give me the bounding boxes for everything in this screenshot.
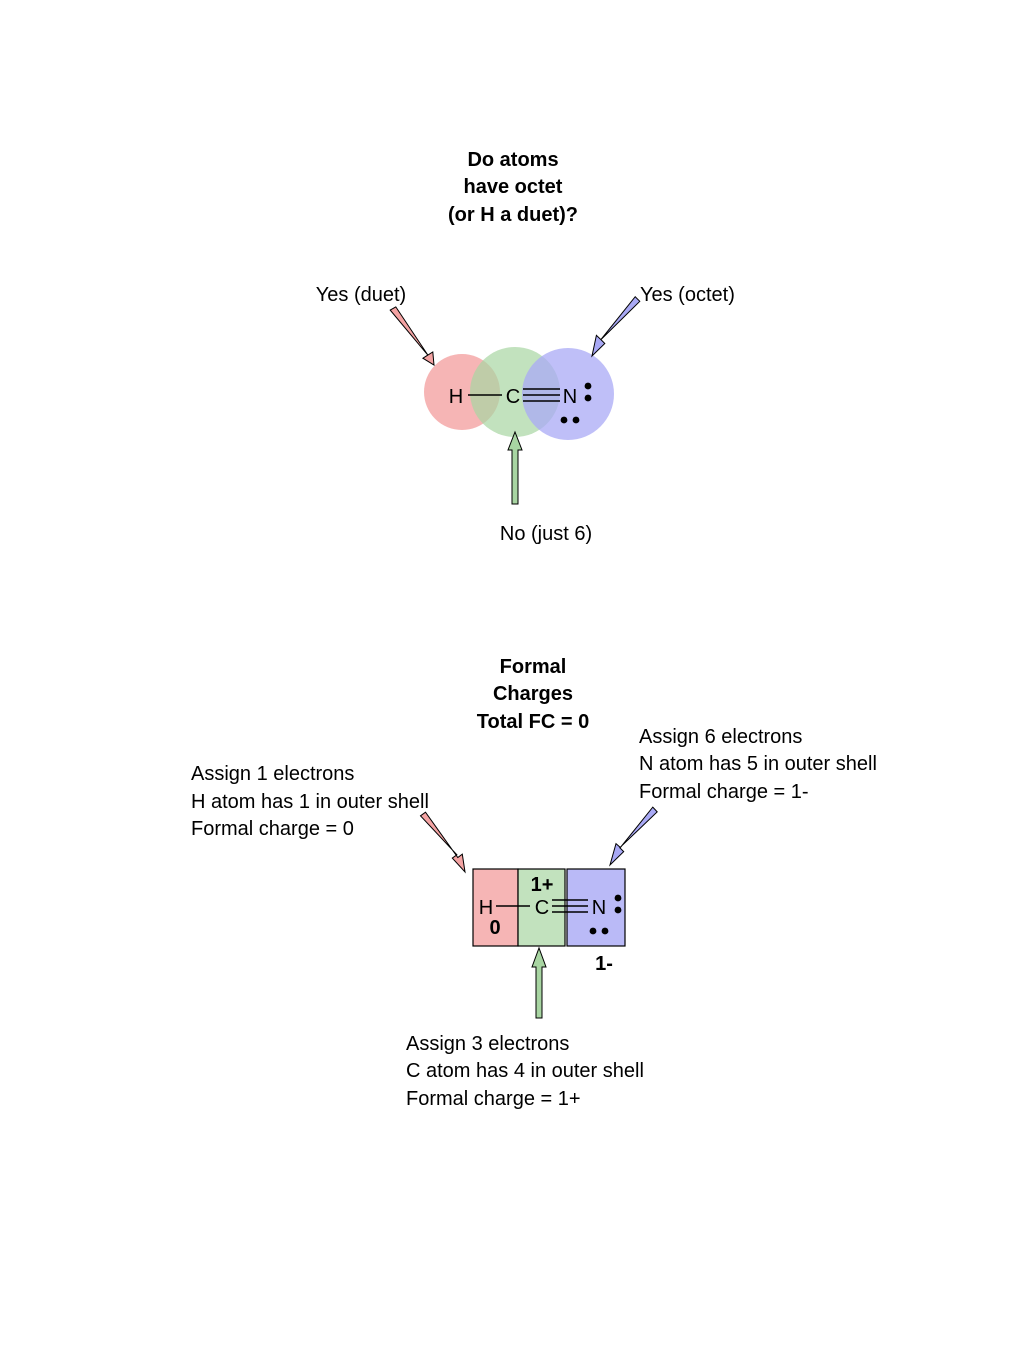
arrow-to-c [507, 430, 523, 505]
hydrogen-box [472, 868, 519, 947]
atom-h: H [449, 386, 463, 408]
formal-atom-h: H [479, 897, 493, 919]
formal-title-line-2: Charges [493, 683, 573, 705]
n-note-line-2: N atom has 5 in outer shell [639, 753, 877, 775]
nitrogen-circle [522, 348, 614, 440]
n-note: Assign 6 electrons N atom has 5 in outer… [639, 726, 877, 803]
c-note-line-1: Assign 3 electrons [406, 1033, 569, 1055]
nitrogen-box [566, 868, 626, 947]
formal-title-line-1: Formal [500, 656, 567, 678]
octet-title: Do atoms have octet (or H a duet)? [448, 149, 578, 226]
label-no-just-6: No (just 6) [500, 523, 592, 545]
octet-circles [424, 347, 614, 440]
c-note: Assign 3 electrons C atom has 4 in outer… [406, 1033, 644, 1110]
n-note-line-3: Formal charge = 1- [639, 781, 809, 803]
octet-title-line-1: Do atoms [467, 149, 558, 171]
formal-arrow-to-h [419, 811, 466, 874]
arrow-to-h [389, 306, 435, 366]
formal-atom-c: C [535, 897, 549, 919]
formal-title: Formal Charges Total FC = 0 [477, 656, 589, 733]
formal-lone-pair-right [614, 894, 622, 914]
formal-arrow-to-c [531, 946, 547, 1019]
carbon-box [517, 868, 566, 947]
h-note: Assign 1 electrons H atom has 1 in outer… [191, 763, 429, 840]
formal-boxes [472, 868, 626, 947]
lone-pair-right [584, 382, 592, 402]
atom-c: C [506, 386, 520, 408]
formal-title-line-3: Total FC = 0 [477, 711, 589, 733]
label-yes-duet: Yes (duet) [316, 284, 406, 306]
octet-molecule: H C N [449, 382, 592, 424]
label-yes-octet: Yes (octet) [640, 284, 735, 306]
formal-atom-n: N [592, 897, 606, 919]
lone-pair-bottom [560, 416, 580, 424]
formal-molecule: H C N [479, 894, 622, 935]
octet-title-line-3: (or H a duet)? [448, 204, 578, 226]
formal-triple-bond [552, 899, 588, 913]
charge-n: 1- [595, 953, 613, 975]
formal-arrow-to-n [609, 806, 658, 867]
triple-bond [523, 388, 560, 402]
octet-title-line-2: have octet [464, 176, 563, 198]
c-note-line-2: C atom has 4 in outer shell [406, 1060, 644, 1082]
h-note-line-3: Formal charge = 0 [191, 818, 354, 840]
h-note-line-2: H atom has 1 in outer shell [191, 791, 429, 813]
formal-lone-pair-bottom [589, 927, 609, 935]
arrow-to-n [591, 295, 641, 358]
charge-h: 0 [489, 917, 500, 939]
charge-c: 1+ [531, 874, 554, 896]
c-note-line-3: Formal charge = 1+ [406, 1088, 581, 1110]
atom-n: N [563, 386, 577, 408]
n-note-line-1: Assign 6 electrons [639, 726, 802, 748]
h-note-line-1: Assign 1 electrons [191, 763, 354, 785]
